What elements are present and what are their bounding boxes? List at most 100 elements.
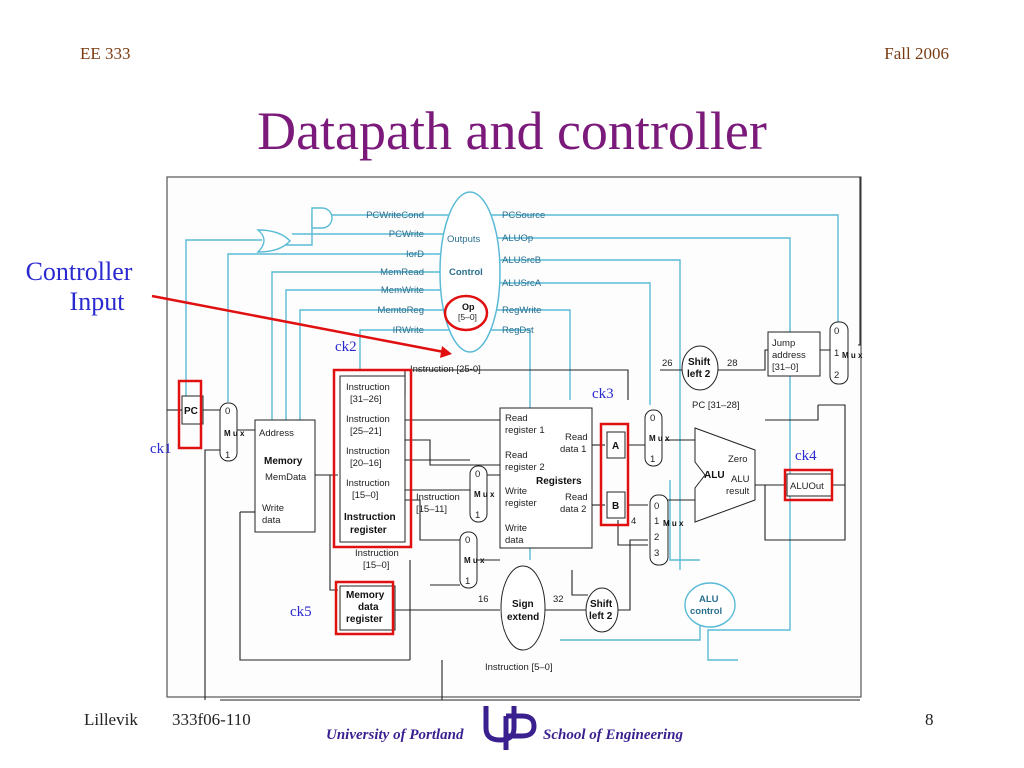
reg-a-label: A <box>612 441 619 452</box>
memory-block <box>254 419 316 533</box>
alusrca-mux-label: M u x <box>649 434 670 443</box>
ir-field1-b: [31–26] <box>350 394 382 405</box>
shift-left2-top <box>681 345 719 391</box>
wrb: register <box>505 498 537 509</box>
ck5-label: ck5 <box>290 604 312 620</box>
alusrcb-in1: 1 <box>654 516 659 527</box>
memtoreg-mux-label: M u x <box>464 556 485 565</box>
sign-extend-1: Sign <box>512 599 534 610</box>
sig-iord: IorD <box>406 249 424 260</box>
ir-field2-b: [25–21] <box>350 426 382 437</box>
highlights <box>177 294 834 636</box>
instr-15-11-b: [15–11] <box>416 504 447 515</box>
regdst-mux-in0: 0 <box>475 469 480 480</box>
rr2b: register 2 <box>505 462 545 473</box>
course-label: EE 333 <box>80 44 131 63</box>
school-name: School of Engineering <box>543 727 684 743</box>
bits-28: 28 <box>727 358 738 369</box>
rd1a: Read <box>565 432 588 443</box>
and-gate <box>311 207 333 229</box>
alu-result2: result <box>726 486 750 497</box>
alu-control-1: ALU <box>699 594 719 605</box>
regdst-mux-in1: 1 <box>475 510 480 521</box>
sig-alusrcb: ALUSrcB <box>502 255 541 266</box>
alu-name: ALU <box>704 470 725 481</box>
alusrcb-in0: 0 <box>654 501 659 512</box>
alusrcb-in3: 3 <box>654 548 659 559</box>
control-title: Control <box>449 267 483 278</box>
op-label: Op <box>462 302 475 312</box>
alusrca-mux <box>644 409 663 467</box>
sig-memread: MemRead <box>380 267 424 278</box>
footer-doc-id: 333f06-110 <box>172 710 251 729</box>
rr1b: register 1 <box>505 425 545 436</box>
memory-memdata: MemData <box>265 472 307 483</box>
annotation-line-1: Controller <box>25 257 133 286</box>
alu-control-2: control <box>690 606 722 617</box>
memory-address: Address <box>259 428 294 439</box>
alusrcb-in2: 2 <box>654 532 659 543</box>
bits-26: 26 <box>662 358 673 369</box>
shift-top-a: Shift <box>688 357 711 368</box>
mdr-highlight <box>334 580 395 636</box>
memtoreg-mux-in1: 1 <box>465 576 470 587</box>
university-name: University of Portland <box>326 727 464 743</box>
register-file <box>499 407 593 549</box>
pc-mux-in0: 0 <box>225 406 230 417</box>
instr-15-11-a: Instruction <box>416 492 460 503</box>
pc-mux-in1: 1 <box>225 450 230 461</box>
instruction-register <box>339 375 406 543</box>
rd2b: data 2 <box>560 504 586 515</box>
pc-31-28: PC [31–28] <box>692 400 740 411</box>
pcsource-in2: 2 <box>834 370 839 381</box>
op-bits: [5–0] <box>458 312 477 322</box>
reg-b-label: B <box>612 501 619 512</box>
memory-title: Memory <box>264 456 303 467</box>
memtoreg-mux <box>459 531 478 589</box>
footer-author: Lillevik <box>84 710 138 729</box>
regdst-mux-label: M u x <box>474 490 495 499</box>
ir-field2-a: Instruction <box>346 414 390 425</box>
rd1b: data 1 <box>560 444 586 455</box>
ir-name1: Instruction <box>344 512 396 523</box>
memory-write1: Write <box>262 503 284 514</box>
alu-shape <box>694 427 756 523</box>
ir-name2: register <box>350 525 387 536</box>
sig-pcsource: PCSource <box>502 210 545 221</box>
jump-address-box <box>767 331 821 377</box>
pc-mux-label: M u x <box>224 429 245 438</box>
annotation-arrow-head <box>440 346 452 358</box>
shift-top-b: left 2 <box>687 369 711 380</box>
jump2: address <box>772 350 806 361</box>
op-highlight <box>443 294 489 332</box>
annotation-arrow-line <box>151 294 445 354</box>
pcsource-in1: 1 <box>834 348 839 359</box>
mdr-l2: data <box>358 602 379 613</box>
sign-extend <box>500 565 546 651</box>
mdr-l1: Memory <box>346 590 385 601</box>
sig-pcwrite: PCWrite <box>389 229 424 240</box>
memtoreg-mux-in0: 0 <box>465 535 470 546</box>
sig-irwrite: IRWrite <box>393 325 424 336</box>
memory-data-register <box>339 585 396 631</box>
instr-15-0-a: Instruction <box>355 548 399 559</box>
pc-register <box>181 395 204 425</box>
ck4-label: ck4 <box>795 448 817 464</box>
pc-label: PC <box>184 406 198 417</box>
ir-field4-b: [15–0] <box>352 490 378 501</box>
ir-field1-a: Instruction <box>346 382 390 393</box>
ir-field3-a: Instruction <box>346 446 390 457</box>
wda: Write <box>505 523 527 534</box>
alusrcb-mux <box>649 494 669 566</box>
ab-highlight <box>599 422 630 527</box>
pcsource-mux <box>829 321 849 385</box>
jump3: [31–0] <box>772 362 798 373</box>
alusrcb-mux-label: M u x <box>663 519 684 528</box>
ir-field4-a: Instruction <box>346 478 390 489</box>
or-gate <box>256 229 291 253</box>
slide-title: Datapath and controller <box>257 101 767 161</box>
shift-left2-bottom <box>585 587 619 633</box>
term-label: Fall 2006 <box>884 44 949 63</box>
bits-32: 32 <box>553 594 564 605</box>
aluout-label: ALUOut <box>790 481 824 492</box>
